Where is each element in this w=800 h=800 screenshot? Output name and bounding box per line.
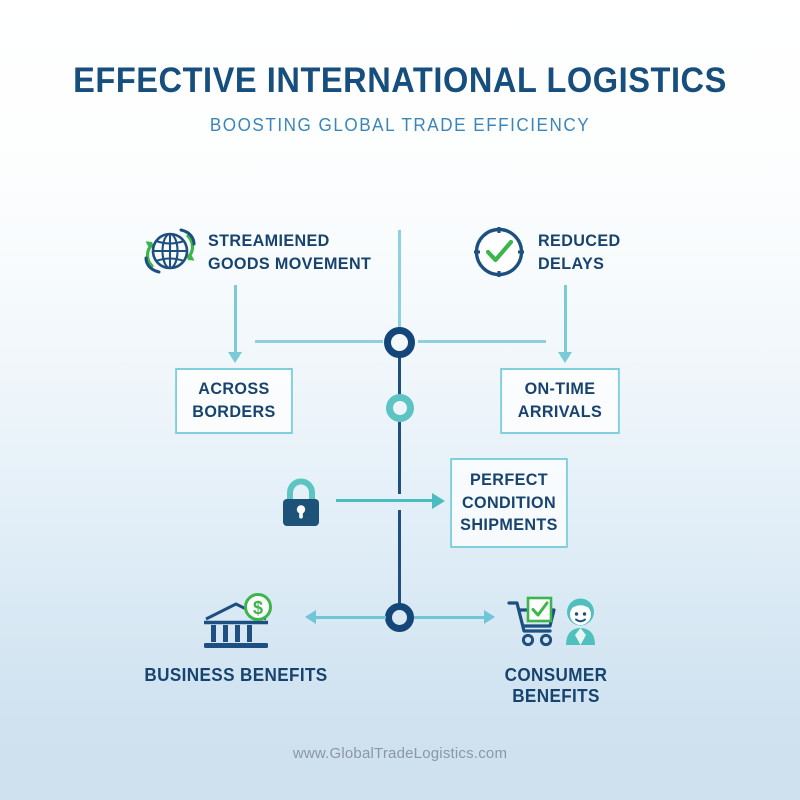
arrow-head-bottom-right [484, 610, 495, 625]
spine-navy-middle [398, 422, 401, 494]
label-consumer-benefits: CONSUMER BENEFITS [504, 665, 608, 706]
arrow-line-bottom-right [414, 616, 484, 619]
label-line-2: GOODS MOVEMENT [208, 253, 372, 273]
top-horizontal-connector-right [418, 339, 546, 343]
shopping-cart-person-icon [506, 593, 606, 653]
timeline-node-bottom[interactable] [385, 603, 414, 632]
spine-navy-upper [398, 352, 401, 396]
timeline-node-middle[interactable] [386, 394, 414, 422]
page-subtitle: BOOSTING GLOBAL TRADE EFFICIENCY [209, 114, 591, 135]
bank-dollar-icon: $ [198, 593, 276, 653]
page-title: EFFECTIVE INTERNATIONAL LOGISTICS [73, 61, 727, 100]
arrow-line-right-down [564, 285, 567, 353]
timeline-node-top[interactable] [384, 327, 415, 358]
lock-icon [277, 477, 325, 529]
box-on-time-arrivals[interactable]: ON-TIME ARRIVALS [500, 368, 620, 434]
label-reduced-delays: REDUCED DELAYS [538, 230, 690, 275]
clock-check-icon [470, 222, 528, 280]
top-horizontal-connector-left [255, 339, 383, 343]
label-line-2: DELAYS [538, 253, 605, 273]
label-line-1: REDUCED [538, 231, 621, 250]
box-line-2: CONDITION [461, 492, 557, 512]
arrow-line-bottom-left [316, 616, 386, 619]
globe-arrows-icon [140, 222, 200, 280]
header: EFFECTIVE INTERNATIONAL LOGISTICS BOOSTI… [0, 61, 800, 136]
box-across-borders[interactable]: ACROSS BORDERS [175, 368, 293, 434]
arrow-line-lock-to-box [336, 499, 436, 503]
box-line-1: ON-TIME [524, 379, 596, 399]
box-line-2: BORDERS [192, 402, 276, 421]
box-line-1: PERFECT [469, 470, 549, 490]
arrow-head-bottom-left [305, 610, 316, 625]
spine-navy-lower [398, 510, 401, 605]
label-line-1: STREAMIENED [208, 231, 330, 250]
box-perfect-condition-shipments[interactable]: PERFECT CONDITION SHIPMENTS [450, 458, 568, 548]
arrow-head-left-down [228, 352, 242, 363]
spine-top-segment [398, 230, 401, 334]
svg-text:$: $ [253, 598, 263, 618]
arrow-head-right-down [558, 352, 572, 363]
footer-url[interactable]: www.GlobalTradeLogistics.com [292, 745, 508, 762]
box-line-1: ACROSS [198, 379, 270, 399]
label-business-benefits: BUSINESS BENEFITS [144, 665, 328, 685]
arrow-head-lock-to-box [432, 492, 445, 509]
arrow-line-left-down [234, 285, 237, 353]
box-line-2: ARRIVALS [517, 402, 603, 421]
box-line-3: SHIPMENTS [460, 515, 558, 535]
label-streamlined-goods-movement: STREAMIENED GOODS MOVEMENT [208, 230, 379, 275]
